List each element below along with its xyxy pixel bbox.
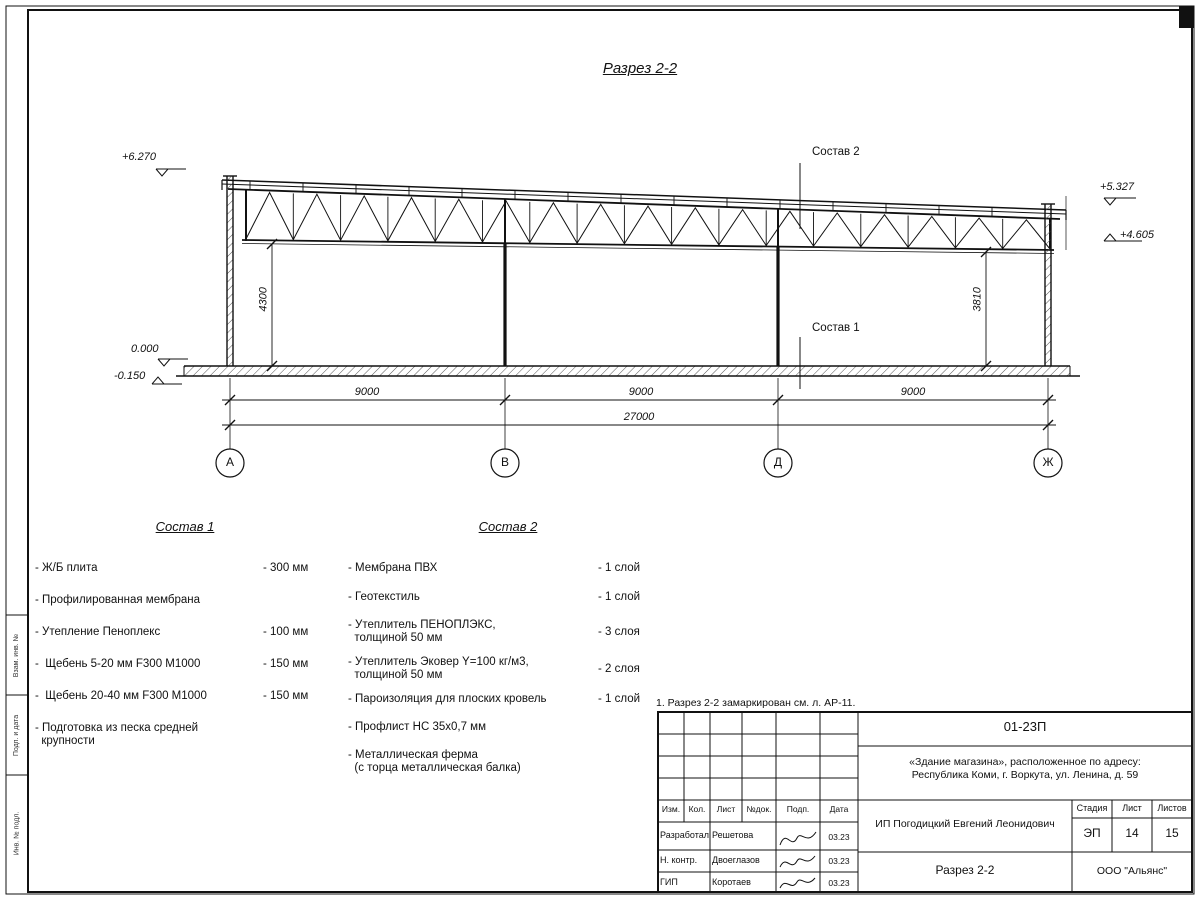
dimension-lines [222, 238, 1056, 449]
stamp-object-name: «Здание магазина», расположенное по адре… [909, 756, 1141, 781]
item-value: - 1 слой [598, 693, 641, 705]
item-text: - Щебень 20-40 мм F300 М1000 [35, 690, 207, 702]
dim-total: 27000 [623, 411, 655, 423]
sostav2-heading: Состав 2 [478, 519, 538, 534]
stamp-col-kol: Кол. [688, 804, 706, 814]
frame-label-text: Взам. инв. № [13, 633, 21, 677]
stamp-date-developer: 03.23 [828, 832, 850, 842]
elevation-top-left: +6.270 [122, 151, 156, 163]
axis-bubble-b: В [500, 455, 509, 469]
roof-truss [221, 179, 1067, 254]
stamp-name-gip: Коротаев [712, 877, 751, 887]
titleblock-lines [657, 711, 1193, 893]
dim-height-left: 4300 [257, 287, 270, 312]
stamp-name-ncontrol: Двоеглазов [712, 855, 760, 865]
stamp-doc-name: Разрез 2-2 [935, 863, 995, 877]
item-value: - 150 мм [263, 690, 309, 702]
stamp-client: ИП Погодицкий Евгений Леонидович [875, 818, 1055, 830]
item-text: - Утеплитель ПЕНОПЛЭКС, толщиной 50 мм [348, 619, 496, 644]
signature-reshetova [779, 831, 817, 846]
stamp-stage-label: Стадия [1076, 803, 1108, 813]
sostav2-list: Состав 2 - Мембрана ПВХ - 1 слой - Геоте… [348, 519, 668, 800]
item-text: - Геотекстиль [348, 591, 420, 603]
stamp-project-code: 01-23П [1003, 719, 1047, 734]
stamp-col-data: Дата [829, 804, 849, 814]
item-value: - 1 слой [598, 562, 641, 574]
signature-korotaev [779, 877, 816, 889]
stamp-role-gip: ГИП [660, 877, 678, 887]
item-text: - Утепление Пеноплекс [35, 626, 161, 638]
item-value: - 1 слой [598, 591, 641, 603]
format-corner-mark [1179, 6, 1194, 28]
axis-bubble-a: А [225, 455, 234, 469]
frame-label-vzam: Взам. инв. № [6, 615, 28, 695]
item-text: - Профилированная мембрана [35, 594, 200, 606]
item-text: - Щебень 5-20 мм F300 М1000 [35, 658, 201, 670]
dim-height-right: 3810 [971, 287, 984, 312]
columns-walls [223, 175, 1055, 366]
frame-label-text: Инв. № подл. [13, 811, 21, 856]
stamp-sheet-value: 14 [1125, 826, 1139, 840]
dim-span-2: 9000 [628, 386, 654, 398]
drawing-title: Разрез 2-2 [602, 60, 678, 77]
stamp-col-ndok: №док. [746, 804, 772, 814]
item-text: - Утеплитель Эковер Y=100 кг/м3, толщино… [348, 656, 529, 681]
dim-span-1: 9000 [354, 386, 380, 398]
stamp-col-list: Лист [716, 804, 736, 814]
leader-label-sostav2: Состав 2 [812, 146, 860, 158]
item-value: - 3 слоя [598, 626, 640, 638]
item-value: - 150 мм [263, 658, 309, 670]
sheet-note: 1. Разрез 2-2 замаркирован см. л. АР-11. [656, 697, 856, 709]
stamp-sheets-label: Листов [1157, 803, 1187, 813]
stamp-stage-value: ЭП [1083, 826, 1101, 840]
item-value: - 2 слоя [598, 663, 640, 675]
sostav1-list: Состав 1 - Ж/Б плита - 300 мм - Профилир… [35, 519, 335, 770]
sheet-frame [5, 5, 1195, 895]
floor-slab [176, 365, 1080, 377]
frame-label-inv: Инв. № подл. [6, 775, 28, 892]
stamp-sheets-value: 15 [1165, 826, 1179, 840]
item-value: - 300 мм [263, 562, 309, 574]
frame-label-text: Подп. и дата [13, 714, 21, 756]
stamp-company: ООО "Альянс" [1096, 865, 1168, 877]
item-text: - Металлическая ферма (с торца металличе… [348, 749, 521, 774]
sostav1-heading: Состав 1 [155, 519, 215, 534]
elevation-marks [151, 168, 1142, 385]
stamp-date-ncontrol: 03.23 [828, 856, 850, 866]
item-text: - Мембрана ПВХ [348, 562, 438, 574]
elevation-right-upper: +5.327 [1100, 181, 1134, 193]
stamp-date-gip: 03.23 [828, 878, 850, 888]
axis-bubble-zh: Ж [1042, 455, 1054, 469]
item-text: - Пароизоляция для плоских кровель [348, 693, 547, 705]
stamp-col-izm: Изм. [661, 804, 681, 814]
axis-bubble-d: Д [773, 455, 783, 469]
elevation-below: -0.150 [114, 370, 146, 382]
stamp-col-podp: Подп. [786, 804, 810, 814]
stamp-role-developer: Разработал [660, 830, 709, 840]
leader-label-sostav1: Состав 1 [812, 322, 860, 334]
signature-dvoeglazov [779, 855, 816, 868]
frame-label-podp: Подп. и дата [6, 695, 28, 775]
axis-bubbles [215, 448, 1063, 478]
item-text: - Ж/Б плита [35, 562, 98, 574]
dim-span-3: 9000 [900, 386, 926, 398]
stamp-name-developer: Решетова [712, 830, 754, 840]
signatures [779, 831, 817, 889]
stamp-role-ncontrol: Н. контр. [660, 855, 698, 865]
item-text: - Профлист НС 35x0,7 мм [348, 721, 486, 733]
item-value: - 100 мм [263, 626, 309, 638]
stamp-sheet-label: Лист [1122, 803, 1142, 813]
elevation-right-lower: +4.605 [1120, 229, 1154, 241]
elevation-zero: 0.000 [131, 343, 159, 355]
item-text: - Подготовка из песка средней крупности [35, 722, 199, 747]
